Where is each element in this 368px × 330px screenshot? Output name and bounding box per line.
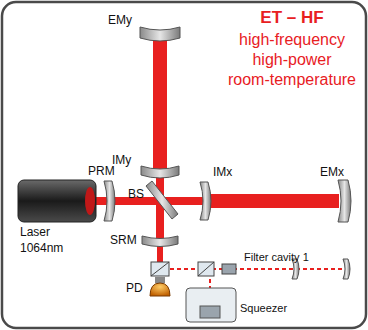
faraday-isolator [198,262,214,276]
subtitle: high-frequency [239,31,345,49]
title: ET – HF [260,8,323,28]
photodiode [150,283,170,296]
wavelength: 1064nm [20,242,63,256]
laser-aperture [85,187,95,215]
filter-cavity-end-mirror [343,259,350,279]
squeezed-beam [170,268,345,270]
x-arm-beam [205,194,339,208]
input-mirror-y [141,166,179,178]
frame [2,2,366,328]
y-arm-beam [153,36,167,170]
subtitle: high-power [252,51,331,69]
output-optic [151,262,169,276]
subtitle: room-temperature [228,71,356,89]
part-name: PRM [88,165,115,179]
part-name: SRM [110,234,137,248]
output-optic-line [151,262,169,276]
part-name: EMx [320,166,344,180]
pd-mount [155,277,165,283]
squeezer-crystal [200,306,220,318]
part-name: EMy [108,14,132,28]
input-mirror-x [200,182,211,220]
beam-splitter [146,181,178,219]
faraday-line [198,262,214,276]
part-name: Laser [20,226,50,240]
end-mirror-y [140,27,180,41]
part-name: IMy [112,154,131,168]
part-name: Squeezer [240,302,287,315]
power-recycling-mirror [104,181,115,221]
signal-recycling-mirror [142,236,178,247]
part-name: Filter cavity 1 [244,251,309,264]
part-name: BS [128,188,144,202]
end-mirror-x [338,180,351,222]
laser-body [18,180,96,222]
squeezer-box [186,288,236,322]
polarizer [222,264,236,274]
part-name: IMx [213,166,232,180]
part-name: PD [126,282,143,296]
